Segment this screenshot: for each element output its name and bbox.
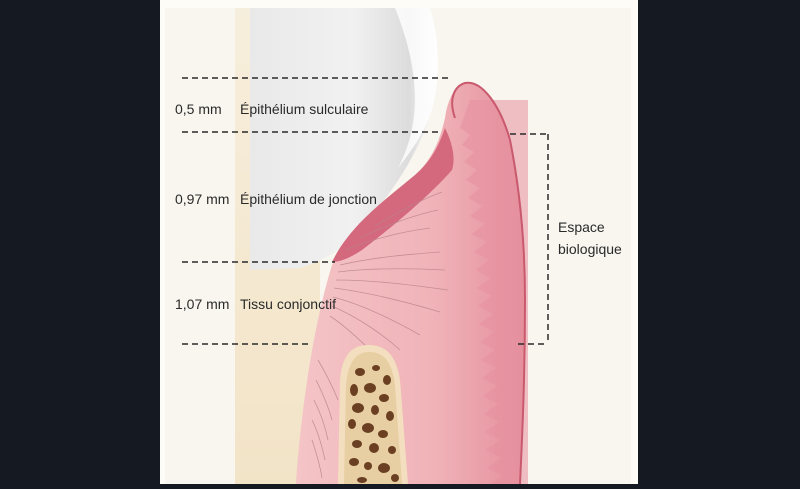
sulcular-epithelium-label: Épithélium sulculaire — [240, 101, 369, 117]
measurement-lines — [182, 77, 452, 345]
bone-pores — [348, 365, 399, 483]
oral-epithelium-ridges — [460, 100, 528, 484]
junctional-epithelium-label: Épithélium de jonction — [240, 191, 377, 207]
oral-epithelium-border — [451, 81, 527, 485]
biological-width-label-line1: Espace — [558, 219, 605, 235]
connective-fibers — [311, 191, 449, 479]
connective-measure: 1,07 mm — [175, 296, 230, 312]
junctional-measure: 0,97 mm — [175, 191, 230, 207]
tooth-highlight — [395, 8, 438, 168]
sulcular-measure: 0,5 mm — [175, 101, 222, 117]
connective-tissue-label: Tissu conjonctif — [240, 296, 336, 312]
tooth-crown — [250, 8, 438, 270]
alveolar-bone — [344, 352, 402, 484]
biological-width-label-line2: biologique — [558, 241, 622, 257]
junctional-epithelium — [332, 128, 454, 262]
biological-width-bracket — [510, 133, 549, 345]
